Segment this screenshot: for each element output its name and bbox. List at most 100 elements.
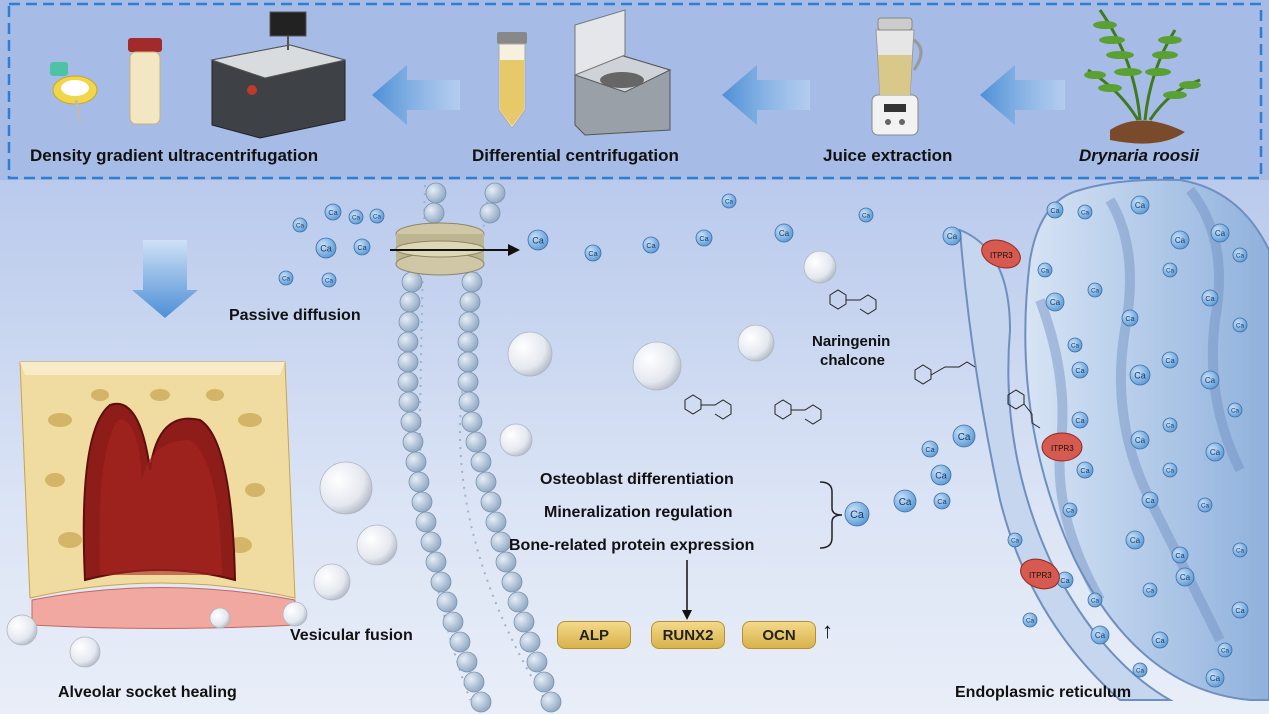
- calcium-ion-label: Ca: [532, 236, 544, 246]
- itpr3-receptor: ITPR3: [981, 239, 1021, 269]
- calcium-ion-label: Ca: [1236, 252, 1245, 259]
- calcium-ion: Ca: [369, 208, 385, 224]
- calcium-ion: Ca: [1046, 201, 1064, 219]
- down-arrow: [132, 240, 198, 318]
- vesicular-fusion-label: Vesicular fusion: [290, 627, 413, 644]
- itpr3-receptor: ITPR3: [1041, 432, 1083, 462]
- calcium-ion: Ca: [1087, 282, 1103, 298]
- calcium-ion-label: Ca: [1165, 356, 1174, 365]
- calcium-ion: Ca: [1171, 546, 1189, 564]
- centrifuge-tube-icon: [497, 32, 527, 129]
- calcium-ion: Ca: [321, 272, 337, 288]
- calcium-ion-label: Ca: [779, 229, 790, 238]
- calcium-ion-label: Ca: [1071, 342, 1080, 349]
- calcium-ion: Ca: [348, 209, 364, 225]
- calcium-ion: Ca: [1121, 309, 1139, 327]
- calcium-ion-label: Ca: [1080, 466, 1089, 475]
- calcium-ion: Ca: [1071, 411, 1089, 429]
- er-label: Endoplasmic reticulum: [955, 684, 1132, 701]
- calcium-ion: Ca: [527, 229, 549, 251]
- effect-osteoblast: Osteoblast differentiation: [540, 471, 734, 488]
- calcium-ion-label: Ca: [320, 244, 332, 254]
- vesicles: [6, 250, 837, 668]
- calcium-ion: Ca: [721, 193, 737, 209]
- lipid-bilayer: [397, 182, 562, 713]
- calcium-ion-label: Ca: [1210, 674, 1221, 683]
- calcium-ion: Ca: [1007, 532, 1023, 548]
- calcium-ion: Ca: [292, 217, 308, 233]
- effect-arrow: [682, 560, 692, 620]
- effect-mineralization: Mineralization regulation: [544, 504, 733, 521]
- calcium-ion: Ca: [1162, 262, 1178, 278]
- calcium-ion: Ca: [1067, 337, 1083, 353]
- calcium-ion-label: Ca: [1145, 496, 1154, 505]
- calcium-ion: Ca: [1045, 292, 1065, 312]
- calcium-ion-label: Ca: [1075, 366, 1084, 375]
- calcium-ion-label: Ca: [935, 471, 947, 481]
- calcium-ion-label: Ca: [1134, 371, 1146, 381]
- compound-label-line2: chalcone: [820, 352, 886, 369]
- itpr3-receptor: ITPR3: [1020, 558, 1060, 590]
- calcium-ion: Ca: [1142, 582, 1158, 598]
- calcium-ion: Ca: [1037, 262, 1053, 278]
- calcium-ion-label: Ca: [1125, 314, 1134, 323]
- calcium-ion-label: Ca: [1215, 229, 1226, 238]
- calcium-ion-label: Ca: [947, 232, 958, 241]
- calcium-ion: Ca: [942, 226, 962, 246]
- process-arrow: [980, 65, 1065, 125]
- calcium-ion: Ca: [1076, 461, 1094, 479]
- calcium-ion-label: Ca: [958, 432, 971, 443]
- calcium-ion: Ca: [1232, 542, 1248, 558]
- calcium-ion: Ca: [1201, 289, 1219, 307]
- calcium-ion: Ca: [1227, 402, 1243, 418]
- calcium-ion-label: Ca: [850, 509, 864, 521]
- calcium-ion-label: Ca: [1050, 206, 1059, 215]
- calcium-ion: Ca: [844, 501, 870, 527]
- calcium-ion: Ca: [858, 207, 874, 223]
- syringe-filter-icon: [50, 62, 98, 123]
- calcium-ion: Ca: [1062, 502, 1078, 518]
- up-arrow-icon: ↑: [822, 618, 833, 643]
- marker-ocn: OCN: [742, 621, 816, 649]
- calcium-ion: Ca: [893, 489, 917, 513]
- calcium-ion-label: Ca: [352, 214, 361, 221]
- marker-alp: ALP: [557, 621, 631, 649]
- calcium-ion: Ca: [1130, 195, 1150, 215]
- ultracentrifuge-icon: [210, 11, 346, 139]
- calcium-ion-label: Ca: [296, 222, 305, 229]
- chemical-structure-icon: [684, 289, 1041, 429]
- itpr3-label: ITPR3: [1051, 444, 1074, 453]
- calcium-ion: Ca: [642, 236, 660, 254]
- juicer-icon: [871, 17, 923, 136]
- calcium-ion-label: Ca: [1155, 636, 1164, 645]
- calcium-ion-label: Ca: [1026, 617, 1035, 624]
- calcium-ion-label: Ca: [925, 445, 934, 454]
- calcium-ion-label: Ca: [1210, 448, 1221, 457]
- calcium-ion-label: Ca: [328, 208, 337, 217]
- process-arrow: [722, 65, 810, 125]
- sample-tube-icon: [128, 38, 162, 125]
- centrifuge-icon: [573, 9, 672, 136]
- calcium-ion-label: Ca: [1201, 502, 1210, 509]
- calcium-ion: Ca: [1141, 491, 1159, 509]
- step-drynaria-roosii: Drynaria roosii: [1079, 146, 1199, 165]
- process-arrow: [372, 65, 460, 125]
- calcium-ion-label: Ca: [1135, 201, 1146, 210]
- calcium-ion: Ca: [1175, 567, 1195, 587]
- calcium-ion-label: Ca: [1205, 294, 1214, 303]
- calcium-ion-label: Ca: [325, 277, 334, 284]
- calcium-ion-label: Ca: [1166, 422, 1175, 429]
- calcium-ion: Ca: [1210, 223, 1230, 243]
- calcium-ion-label: Ca: [1066, 507, 1075, 514]
- calcium-ion-label: Ca: [1091, 287, 1100, 294]
- diffusion-arrow: [390, 244, 520, 256]
- alveolar-socket-label: Alveolar socket healing: [58, 684, 237, 701]
- calcium-ion: Ca: [1232, 247, 1248, 263]
- calcium-ion-label: Ca: [1081, 209, 1090, 216]
- marker-runx2: RUNX2: [651, 621, 725, 649]
- calcium-ion-label: Ca: [1205, 376, 1216, 385]
- calcium-ion-label: Ca: [1050, 298, 1061, 307]
- calcium-ion-label: Ca: [1011, 537, 1020, 544]
- calcium-ion-label: Ca: [1135, 436, 1146, 445]
- step-differential-centrifugation: Differential centrifugation: [472, 146, 679, 165]
